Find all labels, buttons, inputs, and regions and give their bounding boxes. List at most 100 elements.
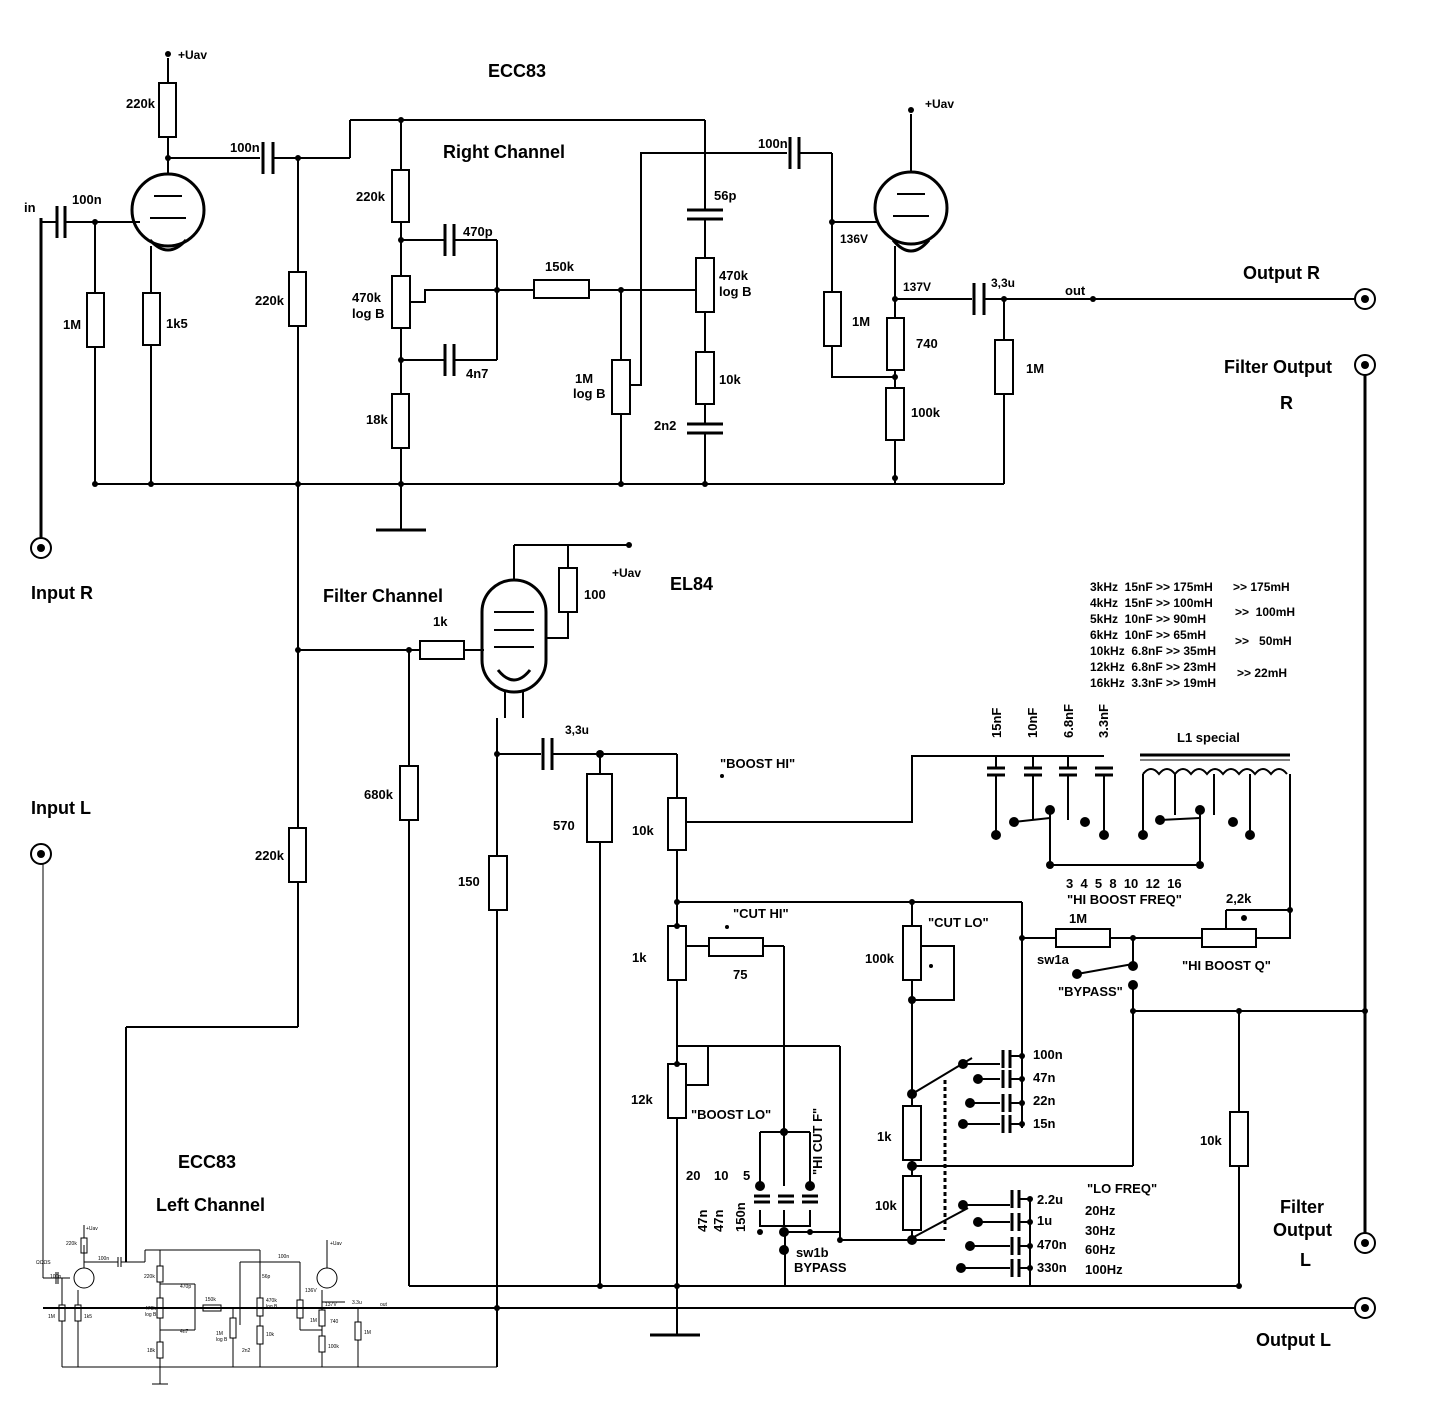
svg-text:1k5: 1k5 [84,1314,92,1320]
svg-text:220k: 220k [255,848,285,863]
svg-text:18k: 18k [366,412,388,427]
svg-text:100k: 100k [911,405,941,420]
svg-text:+Uav: +Uav [925,97,954,111]
filter-channel-wiring [43,542,1355,1367]
svg-text:100n: 100n [98,1256,109,1262]
svg-text:137V: 137V [325,1302,337,1308]
right-channel-labels: +Uav +Uav 220k 100n 1M 1k5 100n 220k 220… [63,48,1044,433]
svg-text:log B: log B [216,1337,228,1343]
svg-text:"HI CUT F": "HI CUT F" [810,1108,825,1175]
svg-text:100n: 100n [758,136,788,151]
freq-result: >> 22mH [1237,666,1287,680]
svg-text:136V: 136V [305,1288,317,1294]
input-l-label: Input L [31,798,91,818]
svg-text:1M: 1M [1069,911,1087,926]
svg-text:3,3u: 3,3u [565,723,589,737]
svg-text:220k: 220k [356,189,386,204]
svg-text:log B: log B [266,1304,278,1310]
svg-text:log B: log B [573,386,606,401]
svg-text:47n: 47n [695,1210,710,1232]
svg-text:"BYPASS": "BYPASS" [1058,984,1123,999]
freq-row: 3kHz 15nF >> 175mH [1090,580,1213,594]
svg-text:150k: 150k [545,259,575,274]
svg-text:6.8nF: 6.8nF [1061,704,1076,738]
jack-input-l [30,843,52,865]
svg-text:47n: 47n [1033,1070,1055,1085]
svg-text:470k: 470k [145,1306,156,1312]
svg-text:+Uav: +Uav [330,1241,342,1247]
freq-row: 12kHz 6.8nF >> 23mH [1090,660,1216,674]
svg-text:1M: 1M [1026,361,1044,376]
svg-text:22n: 22n [1033,1093,1055,1108]
svg-text:4n7: 4n7 [180,1329,189,1335]
svg-text:1M: 1M [575,371,593,386]
frequency-table: 3kHz 15nF >> 175mH >> 175mH 4kHz 15nF >>… [1090,580,1295,690]
svg-text:30Hz: 30Hz [1085,1223,1116,1238]
svg-text:2.2u: 2.2u [1037,1192,1063,1207]
svg-text:3,3u: 3,3u [991,276,1015,290]
svg-text:740: 740 [916,336,938,351]
freq-result: >> 50mH [1235,634,1292,648]
svg-text:"CUT LO": "CUT LO" [928,915,989,930]
left-channel-miniature [42,864,497,1385]
left-channel-title: Left Channel [156,1195,265,1215]
left-channel-labels: +Uav 220k 100n ΩΩΩS 100n 1M 1k5 220k 470… [36,1226,388,1354]
svg-text:15nF: 15nF [989,708,1004,738]
svg-text:470k: 470k [266,1298,277,1304]
svg-text:150n: 150n [733,1202,748,1232]
filter-output-r-label-1: Filter Output [1224,357,1332,377]
svg-text:570: 570 [553,818,575,833]
svg-text:100: 100 [584,587,606,602]
right-channel-junctions [92,117,1096,487]
filter-channel-junctions [295,647,1293,1311]
input-r-label: Input R [31,583,93,603]
svg-text:5: 5 [743,1168,750,1183]
tube-label-el84: EL84 [670,574,713,594]
svg-text:2,2k: 2,2k [1226,891,1252,906]
svg-text:470n: 470n [1037,1237,1067,1252]
svg-text:100Hz: 100Hz [1085,1262,1123,1277]
out-label: out [1065,283,1086,298]
svg-text:100n: 100n [50,1274,61,1280]
svg-text:1M: 1M [48,1314,55,1320]
svg-text:out: out [380,1302,388,1308]
svg-text:10nF: 10nF [1025,708,1040,738]
svg-text:47n: 47n [711,1210,726,1232]
svg-text:470p: 470p [463,224,493,239]
svg-text:"CUT HI": "CUT HI" [733,906,789,921]
svg-text:2n2: 2n2 [654,418,676,433]
svg-text:20: 20 [686,1168,700,1183]
output-r-label: Output R [1243,263,1320,283]
svg-text:470k: 470k [719,268,749,283]
svg-text:1u: 1u [1037,1213,1052,1228]
svg-text:1k: 1k [877,1129,892,1144]
svg-text:10k: 10k [875,1198,897,1213]
svg-text:100n: 100n [278,1254,289,1260]
svg-text:220k: 220k [255,293,285,308]
svg-text:18k: 18k [147,1348,156,1354]
svg-text:220k: 220k [66,1241,77,1247]
svg-text:150: 150 [458,874,480,889]
svg-text:100n: 100n [72,192,102,207]
svg-text:1M: 1M [852,314,870,329]
svg-text:1k: 1k [433,614,448,629]
svg-text:100n: 100n [1033,1047,1063,1062]
svg-text:1M: 1M [216,1331,223,1337]
freq-result: >> 100mH [1235,605,1295,619]
tube-label-ecc83-left: ECC83 [178,1152,236,1172]
svg-text:10k: 10k [719,372,741,387]
filter-output-l-label-2: Output [1273,1220,1332,1240]
svg-text:100k: 100k [865,951,895,966]
svg-text:4n7: 4n7 [466,366,488,381]
svg-text:470p: 470p [180,1284,191,1290]
svg-text:56p: 56p [262,1274,271,1280]
svg-text:137V: 137V [903,280,931,294]
jack-filter-output-l [1354,1232,1376,1254]
freq-row: 16kHz 3.3nF >> 19mH [1090,676,1216,690]
svg-text:L1 special: L1 special [1177,730,1240,745]
svg-text:BYPASS: BYPASS [794,1260,847,1275]
svg-text:sw1b: sw1b [796,1245,829,1260]
svg-text:"LO FREQ": "LO FREQ" [1087,1181,1157,1196]
svg-text:75: 75 [733,967,747,982]
